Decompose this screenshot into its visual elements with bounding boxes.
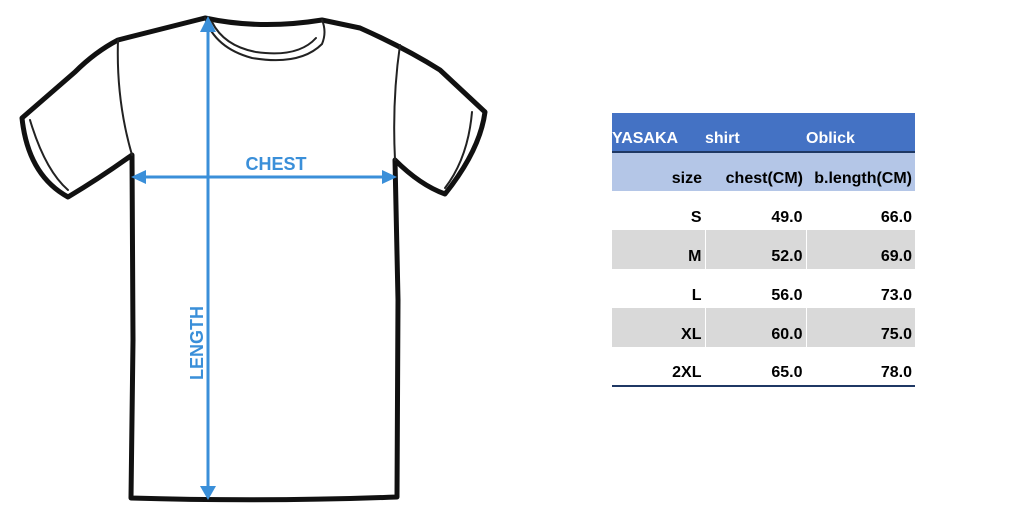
tshirt-outline <box>19 15 488 503</box>
length-arrow-top <box>200 16 216 32</box>
chest-cell: 49.0 <box>704 191 806 230</box>
size-cell: L <box>612 269 705 308</box>
chest-cell: 56.0 <box>704 269 806 308</box>
length-label: LENGTH <box>187 306 207 380</box>
product-cell: shirt <box>705 113 806 153</box>
length-cell: 66.0 <box>805 191 915 230</box>
chest-cell: 52.0 <box>704 230 806 269</box>
chest-label: CHEST <box>245 154 306 174</box>
model-cell: Oblick <box>806 113 915 153</box>
tshirt-diagram: CHEST LENGTH <box>19 15 488 503</box>
table-title-row: YASAKA shirt Oblick <box>612 113 915 153</box>
length-cell: 73.0 <box>805 269 915 308</box>
size-cell: M <box>612 230 705 269</box>
chest-arrow-left <box>131 170 146 184</box>
header-length: b.length(CM) <box>806 152 915 191</box>
left-sleeve-seam <box>116 39 133 156</box>
size-cell: XL <box>612 308 705 347</box>
header-chest: chest(CM) <box>705 152 806 191</box>
right-sleeve-seam <box>393 44 401 161</box>
chest-arrow-right <box>382 170 397 184</box>
table-header-row: size chest(CM) b.length(CM) <box>612 152 915 191</box>
size-cell: S <box>612 191 705 230</box>
collar-inner <box>211 21 317 55</box>
header-size: size <box>612 152 705 191</box>
length-cell: 78.0 <box>805 347 915 387</box>
length-cell: 69.0 <box>805 230 915 269</box>
length-cell: 75.0 <box>805 308 915 347</box>
left-cuff <box>29 119 69 191</box>
collar <box>204 17 326 62</box>
chest-cell: 65.0 <box>704 347 806 387</box>
right-cuff <box>444 111 473 189</box>
chest-cell: 60.0 <box>704 308 806 347</box>
size-chart-table: YASAKA shirt Oblick size chest(CM) b.len… <box>612 113 915 387</box>
length-arrow-bottom <box>200 486 216 500</box>
size-cell: 2XL <box>612 347 705 387</box>
brand-cell: YASAKA <box>612 113 705 153</box>
